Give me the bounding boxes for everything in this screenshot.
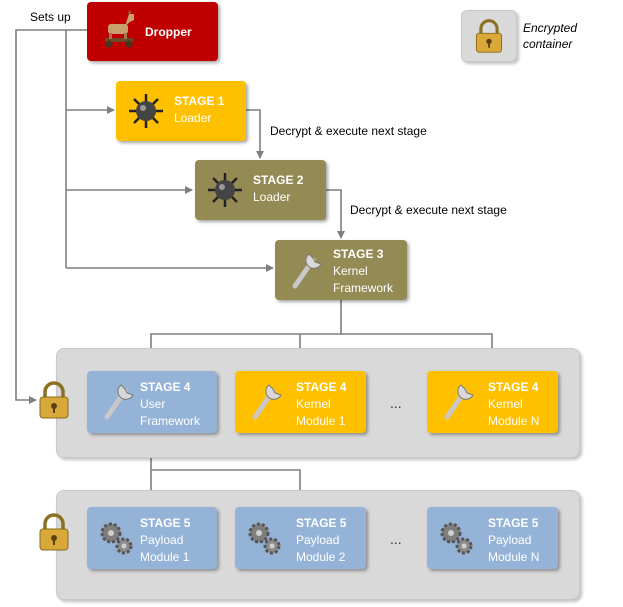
stage5-pN-line3: Module N <box>488 550 540 564</box>
decrypt-label-2: Decrypt & execute next stage <box>350 203 507 217</box>
padlock-icon <box>39 513 69 551</box>
stage5-p1-line3: Module 1 <box>140 550 190 564</box>
stage4-kernel-moduleN-box: STAGE 4 Kernel Module N <box>427 371 558 433</box>
padlock-icon <box>475 19 503 53</box>
stage4-user-line3: Framework <box>140 414 201 428</box>
stage5-p2-title: STAGE 5 <box>296 516 347 530</box>
wrench-icon <box>292 253 322 289</box>
sets-up-label: Sets up <box>30 10 71 24</box>
spiked-mine-icon <box>129 94 163 128</box>
stage5-p1-title: STAGE 5 <box>140 516 191 530</box>
stage5-pN-line2: Payload <box>488 533 532 547</box>
stage4-kernel1-line3: Module 1 <box>296 414 346 428</box>
gears-icon <box>248 522 281 555</box>
stage4-kernelN-title: STAGE 4 <box>488 380 539 394</box>
legend-text: Encrypted container <box>523 20 577 52</box>
stage3-title: STAGE 3 <box>333 247 384 261</box>
stage4-kernelN-line3: Module N <box>488 414 540 428</box>
stage4-kernel-module1-box: STAGE 4 Kernel Module 1 <box>235 371 366 433</box>
stage3-line2: Kernel <box>333 264 368 278</box>
stage5-payload-module1-box: STAGE 5 Payload Module 1 <box>87 507 217 569</box>
decrypt-label-1: Decrypt & execute next stage <box>270 124 427 138</box>
stage4-ellipsis: ... <box>390 395 402 411</box>
stage4-kernel1-title: STAGE 4 <box>296 380 347 394</box>
stage4-kernelN-line2: Kernel <box>488 397 523 411</box>
stage5-payload-module2-box: STAGE 5 Payload Module 2 <box>235 507 366 569</box>
wrench-icon <box>252 384 282 420</box>
stage5-p2-line3: Module 2 <box>296 550 346 564</box>
wrench-icon <box>104 384 134 420</box>
stage2-title: STAGE 2 <box>253 173 304 187</box>
stage1-subtitle: Loader <box>174 111 212 125</box>
arrow-stage2-to-stage3 <box>326 189 345 239</box>
wrench-icon <box>444 384 474 420</box>
padlock-icon <box>39 381 69 419</box>
gears-icon <box>440 522 473 555</box>
stage4-user-framework-box: STAGE 4 User Framework <box>87 371 217 433</box>
spiked-mine-icon <box>208 173 242 207</box>
arrow-to-container1 <box>15 29 66 404</box>
stage3-box: STAGE 3 Kernel Framework <box>275 240 407 300</box>
legend-swatch <box>461 10 517 62</box>
stage3-line3: Framework <box>333 281 394 295</box>
gears-icon <box>100 522 133 555</box>
stage1-box: STAGE 1 Loader <box>116 81 246 141</box>
sets-up-trunk-line <box>65 29 88 268</box>
stage1-title: STAGE 1 <box>174 94 225 108</box>
stage5-p1-line2: Payload <box>140 533 184 547</box>
stage2-subtitle: Loader <box>253 190 291 204</box>
stage5-pN-title: STAGE 5 <box>488 516 539 530</box>
stage5-payload-moduleN-box: STAGE 5 Payload Module N <box>427 507 558 569</box>
dropper-box: Dropper <box>87 2 218 61</box>
stage4-kernel1-line2: Kernel <box>296 397 331 411</box>
trojan-horse-icon <box>105 10 134 48</box>
stage4-user-line2: User <box>140 397 166 411</box>
stage5-p2-line2: Payload <box>296 533 340 547</box>
stage4-user-title: STAGE 4 <box>140 380 191 394</box>
arrow-stage1-to-stage2 <box>246 109 264 159</box>
stage2-box: STAGE 2 Loader <box>195 160 326 220</box>
legend-line2: container <box>523 37 573 51</box>
stage5-ellipsis: ... <box>390 531 402 547</box>
legend-line1: Encrypted <box>523 21 578 35</box>
dropper-title: Dropper <box>145 25 192 39</box>
